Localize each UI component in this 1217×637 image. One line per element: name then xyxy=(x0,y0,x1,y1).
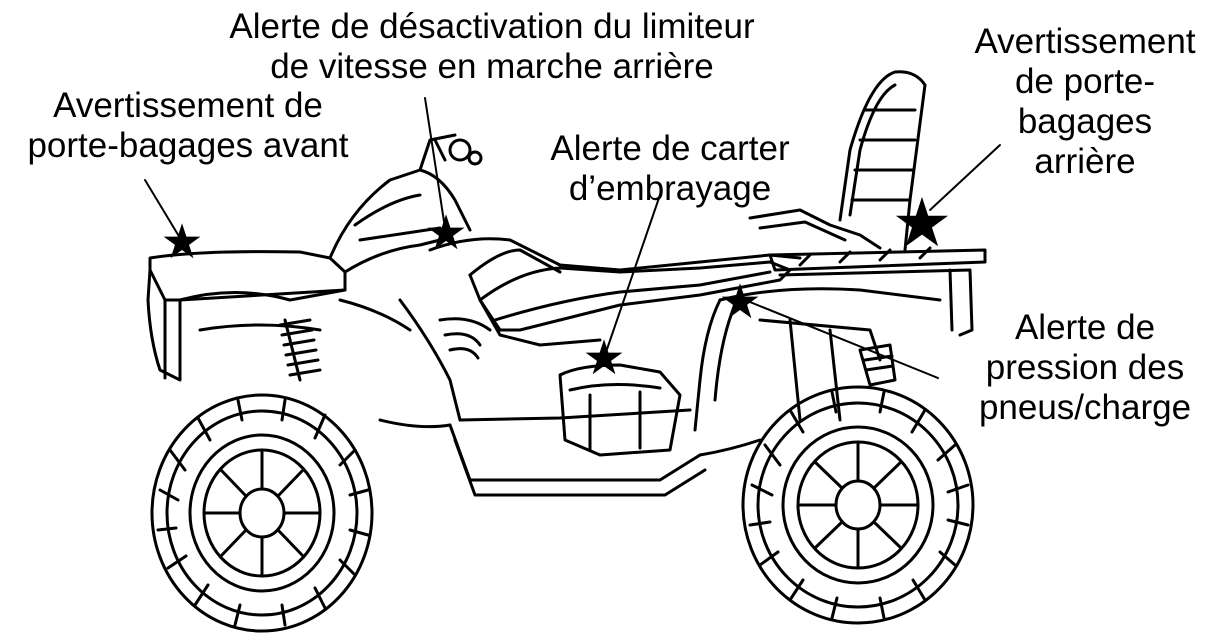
rear-rack xyxy=(768,246,987,337)
frame xyxy=(448,287,942,497)
front-wheel xyxy=(150,393,374,633)
speed-limiter-star-icon: ★ xyxy=(424,205,468,261)
tire-pressure-star-icon: ★ xyxy=(718,274,762,330)
clutch-cover-star-icon: ★ xyxy=(582,330,626,386)
clutch-cover-warning-label: Alerte de carter d’embrayage xyxy=(550,129,790,208)
front-body xyxy=(146,238,442,382)
tire-pressure-warning-label: Alerte de pression des pneus/charge xyxy=(978,308,1192,427)
seat xyxy=(478,260,792,332)
rear-rack-warning-label: Avertissement de porte- bagages arrière xyxy=(974,22,1196,181)
clutch-cover xyxy=(558,363,682,457)
front-fender xyxy=(328,168,472,260)
front-rack-warning-label: Avertissement de porte-bagages avant xyxy=(27,86,349,165)
leader-line-rear-rack xyxy=(929,144,1001,211)
side-panels xyxy=(398,237,802,422)
handlebar xyxy=(418,133,483,172)
speed-limiter-warning-label: Alerte de désactivation du limiteur de v… xyxy=(229,7,755,86)
leader-line-front-rack xyxy=(144,179,181,239)
leader-lines xyxy=(144,97,1001,379)
footwell xyxy=(378,418,762,457)
rear-rack-star-icon: ★ xyxy=(891,184,953,263)
backrest xyxy=(748,70,927,252)
rear-wheel xyxy=(741,385,975,625)
leader-line-speed-limiter xyxy=(424,97,446,229)
leader-line-clutch xyxy=(604,194,661,356)
leader-line-tire xyxy=(744,299,939,379)
front-rack-star-icon: ★ xyxy=(160,214,204,270)
